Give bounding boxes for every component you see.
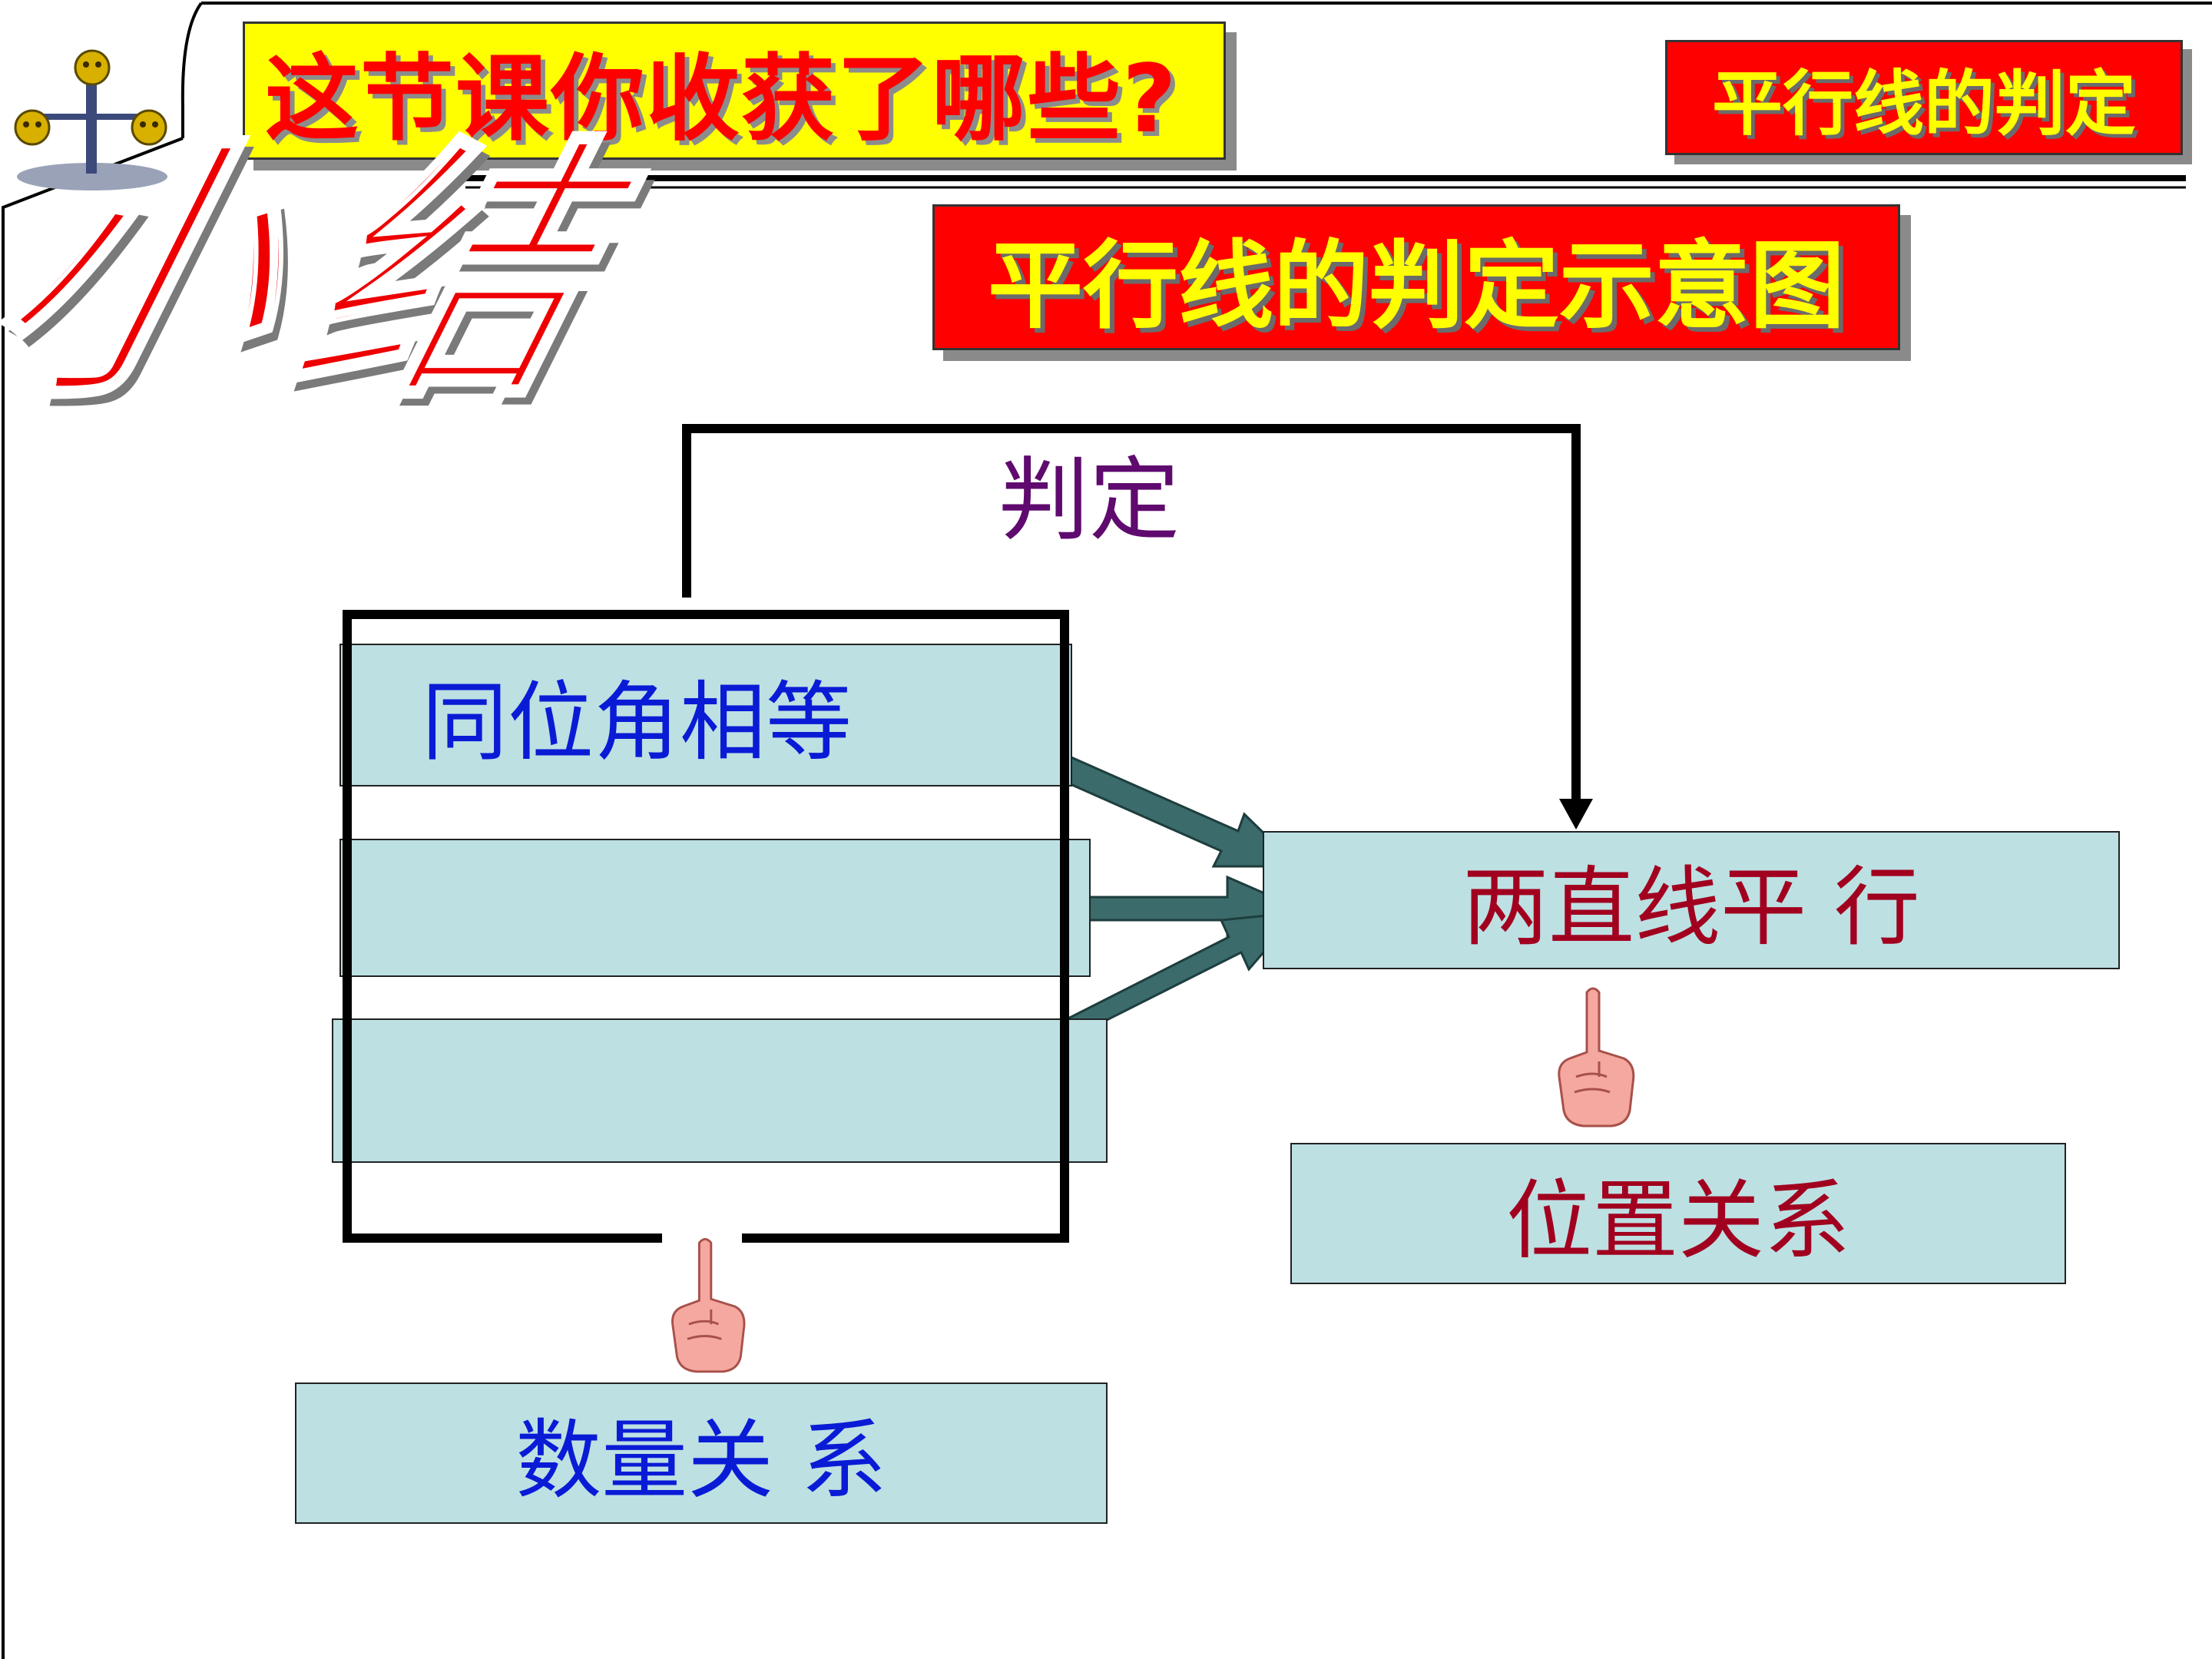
condition-panel-3 [332,1018,1108,1163]
condition-label-1: 同位角相等 [422,673,852,773]
pointing-hand-icon [1558,987,1635,1128]
quantity-label: 数量关 系 [515,1411,887,1511]
condition-panel-1: 同位角相等 [339,644,1072,786]
topic-title: 平行线的判定 [1665,40,2183,155]
position-panel: 位置关系 [1290,1143,2066,1284]
result-panel: 两直线平 行 [1263,831,2120,969]
question-title: 这节课你收获了哪些? [243,22,1226,160]
result-label: 两直线平 行 [1462,858,1920,958]
judge-bracket-line [682,424,1581,805]
position-label: 位置关系 [1506,1171,1850,1271]
judge-label: 判定 [998,447,1181,553]
pointing-hand-icon [671,1237,746,1373]
diagram-title: 平行线的判定示意图 [932,204,1900,350]
quantity-panel: 数量关 系 [295,1382,1108,1524]
judge-arrowhead [1559,799,1593,830]
condition-panel-2 [339,839,1091,977]
balance-logo-icon [14,49,167,190]
